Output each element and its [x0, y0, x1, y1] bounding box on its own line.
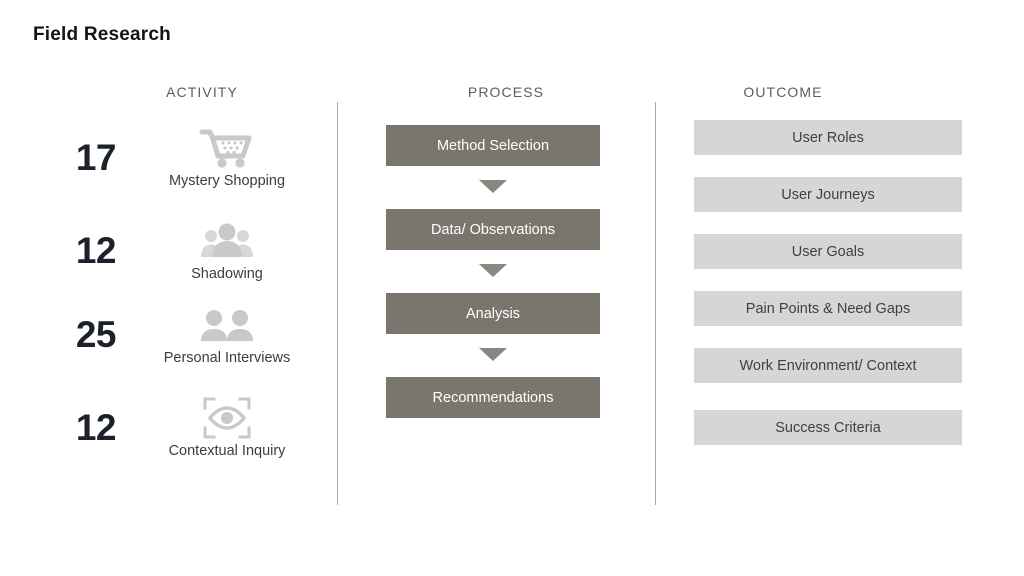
activity-label: Shadowing — [191, 265, 263, 282]
outcome-item-pain-points[interactable]: Pain Points & Need Gaps — [694, 291, 962, 326]
people-group-icon — [200, 219, 254, 263]
activity-row: 17 Mystery Shopping — [40, 112, 330, 202]
column-header-process: PROCESS — [467, 84, 545, 100]
page-title: Field Research — [33, 24, 171, 45]
activity-row: 12 Contextual Inquiry — [40, 382, 330, 472]
arrow-down-icon — [479, 180, 507, 193]
outcome-item-work-environment[interactable]: Work Environment/ Context — [694, 348, 962, 383]
outcome-item-user-roles[interactable]: User Roles — [694, 120, 962, 155]
process-step-analysis[interactable]: Analysis — [386, 293, 600, 334]
arrow-down-icon — [479, 264, 507, 277]
column-divider-activity-process — [337, 102, 338, 505]
activity-label: Personal Interviews — [163, 349, 291, 366]
outcome-item-user-goals[interactable]: User Goals — [694, 234, 962, 269]
column-divider-process-outcome — [655, 102, 656, 505]
arrow-down-icon — [479, 348, 507, 361]
activity-row: 12 Shadowing — [40, 205, 330, 295]
two-persons-icon — [200, 303, 254, 347]
column-header-outcome: OUTCOME — [743, 84, 823, 100]
activity-count: 12 — [75, 406, 117, 448]
process-step-method-selection[interactable]: Method Selection — [386, 125, 600, 166]
activity-row: 25 Personal Interviews — [40, 289, 330, 379]
outcome-item-success-criteria[interactable]: Success Criteria — [694, 410, 962, 445]
outcome-item-user-journeys[interactable]: User Journeys — [694, 177, 962, 212]
process-step-data-observations[interactable]: Data/ Observations — [386, 209, 600, 250]
eye-focus-icon — [202, 396, 252, 440]
activity-count: 17 — [75, 136, 117, 178]
activity-count: 12 — [75, 229, 117, 271]
activity-count: 25 — [75, 313, 117, 355]
activity-label: Mystery Shopping — [168, 172, 286, 189]
activity-label: Contextual Inquiry — [168, 442, 286, 459]
shopping-cart-icon — [199, 126, 255, 170]
process-step-recommendations[interactable]: Recommendations — [386, 377, 600, 418]
column-header-activity: ACTIVITY — [166, 84, 238, 100]
